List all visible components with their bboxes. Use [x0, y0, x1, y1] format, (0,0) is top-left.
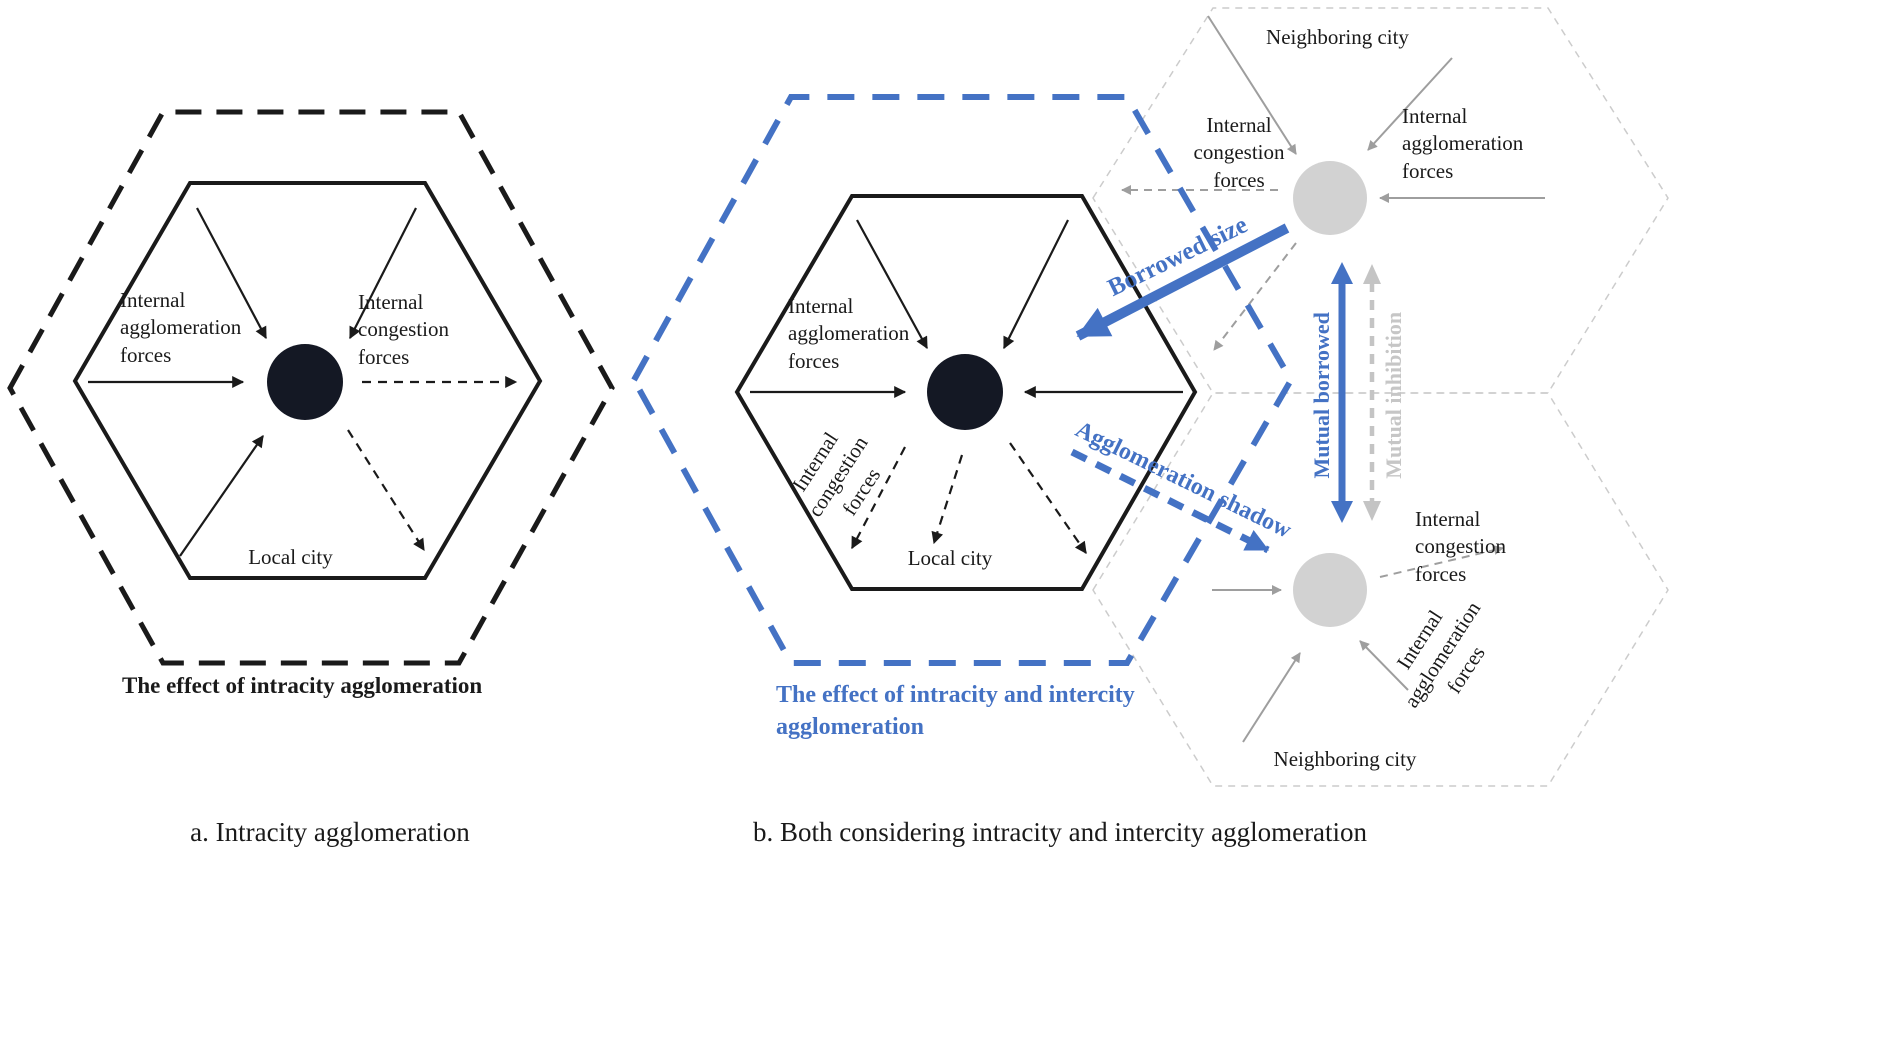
- neighbor-bottom-hexagon: [1092, 392, 1669, 787]
- panel-b-congestion-arrow: [1009, 442, 1087, 554]
- neighbor-bottom-title: Neighboring city: [1273, 747, 1417, 771]
- mutual-inhibition-arrowhead: [1363, 501, 1381, 521]
- panel-a-internal-agglomeration-label: Internal agglomeration forces: [120, 288, 242, 367]
- neighbor-bottom-internal-congestion-label: Internal congestion forces: [1415, 507, 1506, 586]
- panel-b-local-city-label: Local city: [907, 546, 993, 570]
- neighbor-top-hexagon: [1092, 7, 1669, 394]
- neighbor-top-agglomeration-arrow: [1207, 15, 1297, 155]
- neighbor-top-agglomeration-arrow: [1367, 57, 1453, 151]
- panel-a-caption: a. Intracity agglomeration: [190, 817, 470, 847]
- panel-a-agglomeration-arrow: [349, 207, 417, 340]
- panel-a-effect-title: The effect of intracity agglomeration: [122, 673, 483, 698]
- panel-a-internal-congestion-label: Internal congestion forces: [358, 290, 449, 369]
- panel-b-agglomeration-arrow: [1003, 219, 1069, 350]
- panel-a-agglomeration-arrow: [196, 207, 267, 340]
- neighbor-bottom-agglomeration-arrow: [1242, 652, 1301, 743]
- panel-b-inner-hexagon: [734, 194, 1198, 591]
- mutual-inhibition-label: Mutual inhibition: [1381, 311, 1407, 479]
- mutual-borrowed-label: Mutual borrowed: [1309, 312, 1335, 479]
- neighbor-top-internal-congestion-label: Internal congestion forces: [1193, 113, 1285, 192]
- panel-a-congestion-arrow: [347, 429, 425, 552]
- panel-b-caption: b. Both considering intracity and interc…: [752, 817, 1368, 847]
- panel-a-local-city-circle: [267, 344, 343, 420]
- panel-b-congestion-arrow: [851, 446, 906, 550]
- neighbor-top-congestion-arrow: [1213, 242, 1297, 351]
- neighbor-top-internal-agglomeration-label: Internal agglomeration forces: [1402, 104, 1524, 183]
- panel-a-agglomeration-arrow: [179, 435, 264, 557]
- agglomeration-shadow-arrow: [1070, 448, 1270, 554]
- neighbor-bottom-city-circle: [1293, 553, 1367, 627]
- panel-b-effect-title: The effect of intracity and intercity ag…: [776, 679, 1176, 744]
- neighbor-top-title: Neighboring city: [1266, 25, 1409, 49]
- borrowed-size-arrow: [1075, 223, 1290, 341]
- panel-b-local-city-circle: [927, 354, 1003, 430]
- panel-b-effect-title-line2: agglomeration: [776, 714, 924, 741]
- neighbor-top-city-circle: [1293, 161, 1367, 235]
- neighbor-bottom-agglomeration-arrow: [1359, 640, 1409, 691]
- mutual-borrowed-arrowhead: [1331, 501, 1353, 523]
- neighbor-bottom-congestion-arrow: [1379, 545, 1504, 578]
- panel-b-internal-agglomeration-label: Internal agglomeration forces: [788, 294, 910, 373]
- mutual-borrowed-arrowhead: [1331, 262, 1353, 284]
- mutual-inhibition-arrowhead: [1363, 264, 1381, 284]
- panel-b-outer-hexagon: [630, 94, 1295, 666]
- panel-b-congestion-arrow: [931, 454, 964, 545]
- panel-b-effect-title-line1: The effect of intracity and intercity: [776, 682, 1135, 708]
- panel-a-outer-hexagon: [7, 109, 615, 666]
- panel-b-agglomeration-arrow: [856, 219, 928, 350]
- panel-a-local-city-label: Local city: [248, 545, 333, 569]
- panel-a-inner-hexagon: [72, 181, 543, 580]
